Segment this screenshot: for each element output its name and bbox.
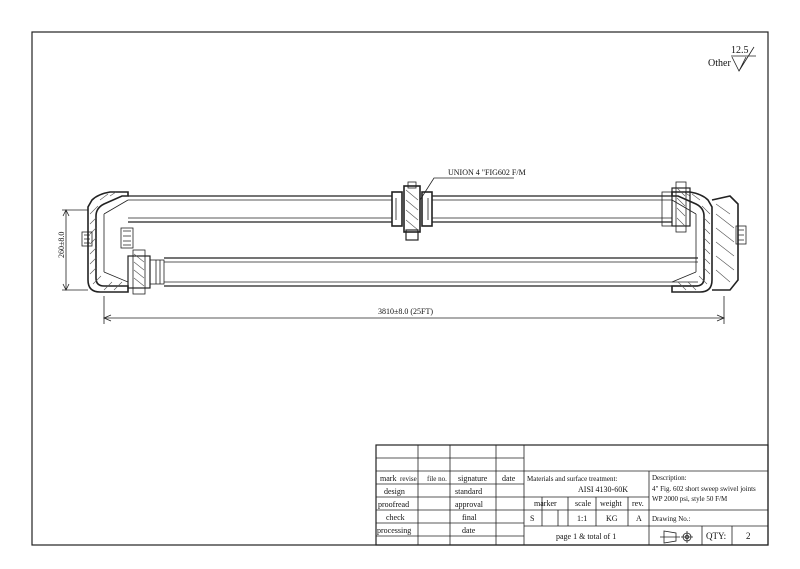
- description-line2: WP 2000 psi, style 50 F/M: [652, 495, 728, 503]
- length-dimension-text: 3810±8.0 (25FT): [378, 307, 433, 316]
- weight-header: weight: [600, 499, 623, 508]
- header-date: date: [502, 474, 516, 483]
- material-value: AISI 4130-60K: [578, 485, 628, 494]
- projection-symbol: [660, 530, 693, 544]
- right-elbow-body: [671, 191, 713, 293]
- upper-pipe: [128, 195, 672, 223]
- row-check: check: [386, 513, 405, 522]
- row-final: final: [462, 513, 477, 522]
- qty-value: 2: [746, 531, 751, 541]
- height-dimension-text: 260±8.0: [57, 232, 66, 258]
- description-line1: 4" Fig. 602 short sweep swivel joints: [652, 485, 756, 493]
- lower-pipe: [164, 257, 698, 287]
- length-dimension: 3810±8.0 (25FT): [102, 296, 726, 324]
- height-dimension: 260±8.0: [57, 209, 88, 291]
- title-block: mark revise file no. signature date desi…: [375, 444, 769, 546]
- scale-header: scale: [575, 499, 591, 508]
- row-standard: standard: [455, 487, 482, 496]
- qty-label: QTY:: [706, 531, 726, 541]
- page-text: page 1 & total of 1: [556, 532, 616, 541]
- marker-header: marker: [534, 499, 557, 508]
- row-design: design: [384, 487, 405, 496]
- union-label: UNION 4 "FIG602 F/M: [448, 168, 526, 177]
- left-elbow-body: [87, 191, 129, 293]
- header-revise: revise: [400, 475, 417, 483]
- roughness-other-label: Other: [708, 58, 731, 69]
- surface-roughness-symbol: Other 12.5: [708, 45, 756, 72]
- row-processing: processing: [377, 526, 411, 535]
- header-mark: mark: [380, 474, 396, 483]
- roughness-value: 12.5: [731, 45, 749, 56]
- row-approval: approval: [455, 500, 484, 509]
- row-proofread: proofread: [378, 500, 409, 509]
- rev-value: A: [636, 514, 642, 523]
- drawing-no-label: Drawing No.:: [652, 515, 691, 523]
- rev-header: rev.: [632, 499, 644, 508]
- description-label: Description:: [652, 474, 687, 482]
- header-file-no: file no.: [427, 475, 447, 483]
- row-date: date: [462, 526, 476, 535]
- union-callout: UNION 4 "FIG602 F/M: [419, 168, 526, 201]
- swivel-joint-assembly: [81, 181, 747, 295]
- weight-value: KG: [606, 514, 618, 523]
- header-signature: signature: [458, 474, 488, 483]
- material-label: Materials and surface treatment:: [527, 475, 617, 483]
- scale-value: 1:1: [577, 514, 587, 523]
- marker-value: S: [530, 514, 534, 523]
- center-union: [391, 181, 433, 241]
